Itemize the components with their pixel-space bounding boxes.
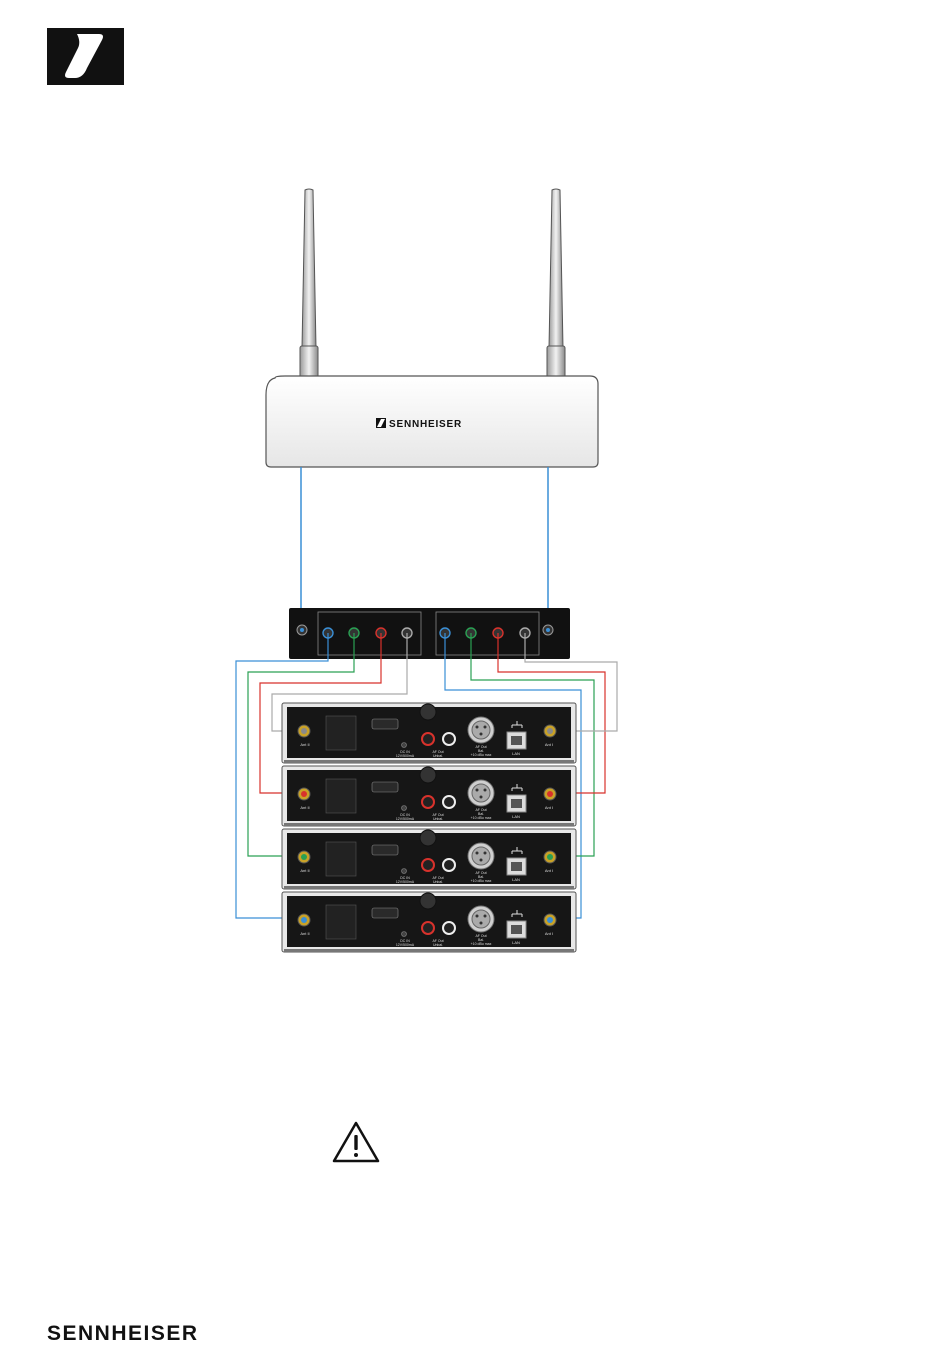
bal-label: Bal.: [478, 938, 484, 942]
network-icon: [511, 784, 523, 791]
af-out-unbal-label: AF Out: [432, 813, 443, 817]
af-out-unbal-label: AF Out: [432, 939, 443, 943]
dc-in-label: DC IN: [400, 813, 410, 817]
bal-label: Bal.: [478, 812, 484, 816]
ant-ii-connector: [301, 791, 307, 797]
level-label: +10 dBu max: [471, 753, 492, 757]
bal-label: Bal.: [478, 749, 484, 753]
dc-rating-label: 12V/500mA: [396, 817, 415, 821]
ant-i-label: Ant I: [545, 742, 553, 747]
unbal-label: Unbal.: [433, 880, 443, 884]
lan-label: LAN: [512, 877, 520, 882]
dc-rating-label: 12V/500mA: [396, 943, 415, 947]
ant-ii-connector: [301, 917, 307, 923]
ant-i-label: Ant I: [545, 805, 553, 810]
ant-ii-label: Ant II: [300, 742, 309, 747]
level-label: +10 dBu max: [471, 879, 492, 883]
ant-i-connector: [547, 728, 553, 734]
ant-i-connector: [547, 854, 553, 860]
router-brand-label: SENNHEISER: [389, 419, 462, 430]
dc-in-label: DC IN: [400, 876, 410, 880]
ant-ii-connector: [301, 728, 307, 734]
ant-ii-label: Ant II: [300, 805, 309, 810]
antenna-splitter: [289, 608, 570, 659]
af-out-bal-label: AF Out: [475, 871, 486, 875]
ant-ii-label: Ant II: [300, 931, 309, 936]
dc-rating-label: 12V/500mA: [396, 754, 415, 758]
ant-ii-connector: [301, 854, 307, 860]
antenna-left: [299, 188, 319, 379]
antenna-right: [546, 188, 566, 379]
ant-i-connector: [547, 917, 553, 923]
lan-label: LAN: [512, 940, 520, 945]
ant-i-label: Ant I: [545, 931, 553, 936]
splitter-port-in-left: [296, 624, 308, 636]
sennheiser-logo-icon: [47, 28, 124, 85]
splitter-port-in-right: [542, 624, 554, 636]
unbal-label: Unbal.: [433, 754, 443, 758]
unbal-label: Unbal.: [433, 943, 443, 947]
unbal-label: Unbal.: [433, 817, 443, 821]
af-out-bal-label: AF Out: [475, 934, 486, 938]
network-icon: [511, 910, 523, 917]
ant-i-label: Ant I: [545, 868, 553, 873]
warning-icon: [332, 1121, 380, 1163]
bal-label: Bal.: [478, 875, 484, 879]
lan-label: LAN: [512, 751, 520, 756]
level-label: +10 dBu max: [471, 942, 492, 946]
dc-in-label: DC IN: [400, 750, 410, 754]
network-icon: [511, 721, 523, 728]
level-label: +10 dBu max: [471, 816, 492, 820]
router-cables: [300, 467, 549, 628]
af-out-unbal-label: AF Out: [432, 750, 443, 754]
ant-i-connector: [547, 791, 553, 797]
lan-label: LAN: [512, 814, 520, 819]
af-out-bal-label: AF Out: [475, 745, 486, 749]
af-out-bal-label: AF Out: [475, 808, 486, 812]
ant-ii-label: Ant II: [300, 868, 309, 873]
dc-rating-label: 12V/500mA: [396, 880, 415, 884]
af-out-unbal-label: AF Out: [432, 876, 443, 880]
network-icon: [511, 847, 523, 854]
footer-brand: SENNHEISER: [47, 1322, 199, 1345]
antenna-booster: SENNHEISER: [265, 375, 599, 468]
dc-in-label: DC IN: [400, 939, 410, 943]
